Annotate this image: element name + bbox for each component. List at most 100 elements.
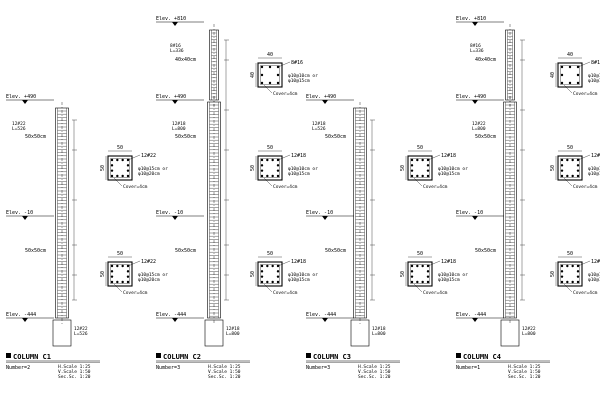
elevation-marker: Elev. +490 xyxy=(156,94,204,104)
title-bullet xyxy=(6,353,11,358)
leader-line xyxy=(577,61,591,68)
tie-spec: φ10@10cm or xyxy=(588,73,600,79)
elevation-marker: Elev. +490 xyxy=(6,94,54,104)
elevation-triangle xyxy=(172,100,178,104)
column-size: 50x50cm xyxy=(175,134,196,140)
scale-note: Sec.Sc. 1:20 xyxy=(208,374,241,380)
elevation-label: Elev. -10 xyxy=(306,210,333,216)
section-width: 50 xyxy=(117,251,123,257)
column-title: COLUMN C3 xyxy=(313,353,351,361)
rebar xyxy=(421,174,424,178)
elevation-label: Elev. +490 xyxy=(456,94,486,100)
lap-bars: 8#16 xyxy=(470,43,481,49)
rebar xyxy=(110,275,114,278)
rebar xyxy=(116,264,119,268)
rebar xyxy=(116,174,119,178)
section-depth: 40 xyxy=(550,72,556,78)
rebar xyxy=(560,81,564,85)
tie-outline xyxy=(110,158,130,178)
footing xyxy=(52,319,72,347)
rebar xyxy=(110,158,114,162)
rebar xyxy=(276,275,280,278)
column-elevation xyxy=(353,102,367,324)
footing-bars: 12#18 xyxy=(226,326,240,332)
rebar xyxy=(568,81,572,85)
bar-spec: 12#18 xyxy=(441,153,456,159)
rebar xyxy=(426,270,430,273)
tie-spec: φ10@10cm or xyxy=(288,272,318,278)
column-size: 40x40cm xyxy=(175,57,196,63)
rebar xyxy=(566,174,569,178)
section-width: 50 xyxy=(567,145,573,151)
rebar xyxy=(260,65,264,69)
elevation-triangle xyxy=(22,318,28,322)
bar-spec: 12#18 xyxy=(441,259,456,265)
column-elevation xyxy=(207,96,221,324)
footing xyxy=(500,319,520,347)
tie-spec: φ10@15cm xyxy=(288,277,310,283)
lap-length: L=800 xyxy=(172,126,186,132)
elevation-label: Elev. +810 xyxy=(156,16,186,22)
lap-length: L=336 xyxy=(470,48,484,54)
elevation-marker: Elev. -444 xyxy=(306,312,354,322)
section-width: 50 xyxy=(117,145,123,151)
section-outline xyxy=(557,261,583,287)
footing-length: L=526 xyxy=(74,331,88,337)
elevation-label: Elev. -444 xyxy=(156,312,186,318)
tie-spec: φ10@15cm or xyxy=(138,166,168,172)
leader-line xyxy=(263,283,273,293)
section-width: 50 xyxy=(267,251,273,257)
section-width: 40 xyxy=(267,52,273,58)
rebar xyxy=(410,270,414,273)
rebar xyxy=(571,280,574,284)
rebar xyxy=(416,280,419,284)
rebar xyxy=(116,158,119,162)
rebar xyxy=(576,81,580,85)
tie-outline xyxy=(260,65,280,85)
rebar xyxy=(126,164,130,167)
column-size: 50x50cm xyxy=(325,134,346,140)
tie-outline xyxy=(410,264,430,284)
rebar xyxy=(576,169,580,172)
cover-spec: Cover=4cm xyxy=(273,91,298,97)
tie-spec: φ10@10cm or xyxy=(438,166,468,172)
cover-spec: Cover=4cm xyxy=(423,290,448,296)
column-elevation xyxy=(209,24,219,106)
rebar xyxy=(410,164,414,167)
rebar xyxy=(560,264,564,268)
section-depth: 50 xyxy=(250,271,256,277)
tie-spec: φ10@15cm xyxy=(438,171,460,177)
rebar xyxy=(426,169,430,172)
leader-line xyxy=(563,84,573,94)
title-bullet xyxy=(156,353,161,358)
rebar xyxy=(416,158,419,162)
column-c2: Elev. +8108#16L=33640x40cm40408#16φ10@10… xyxy=(156,16,318,380)
elevation-marker: Elev. +810 xyxy=(456,16,504,26)
leader-line xyxy=(127,260,141,267)
footing-bars: 12#22 xyxy=(522,326,536,332)
column-size: 40x40cm xyxy=(475,57,496,63)
rebar xyxy=(110,174,114,178)
rebar xyxy=(260,264,264,268)
rebar xyxy=(410,174,414,178)
rebar xyxy=(426,275,430,278)
cover-spec: Cover=4cm xyxy=(423,184,448,190)
column-title: COLUMN C4 xyxy=(463,353,501,361)
rebar xyxy=(560,270,564,273)
section-width: 50 xyxy=(267,145,273,151)
column-size: 50x50cm xyxy=(25,134,46,140)
rebar xyxy=(560,164,564,167)
leader-line xyxy=(277,154,291,161)
tie-outline xyxy=(410,158,430,178)
rebar xyxy=(566,264,569,268)
rebar xyxy=(276,73,280,77)
rebar xyxy=(416,174,419,178)
lap-length: L=526 xyxy=(312,126,326,132)
scale-note: H.Scale 1:25 xyxy=(208,364,241,370)
rebar xyxy=(266,264,269,268)
